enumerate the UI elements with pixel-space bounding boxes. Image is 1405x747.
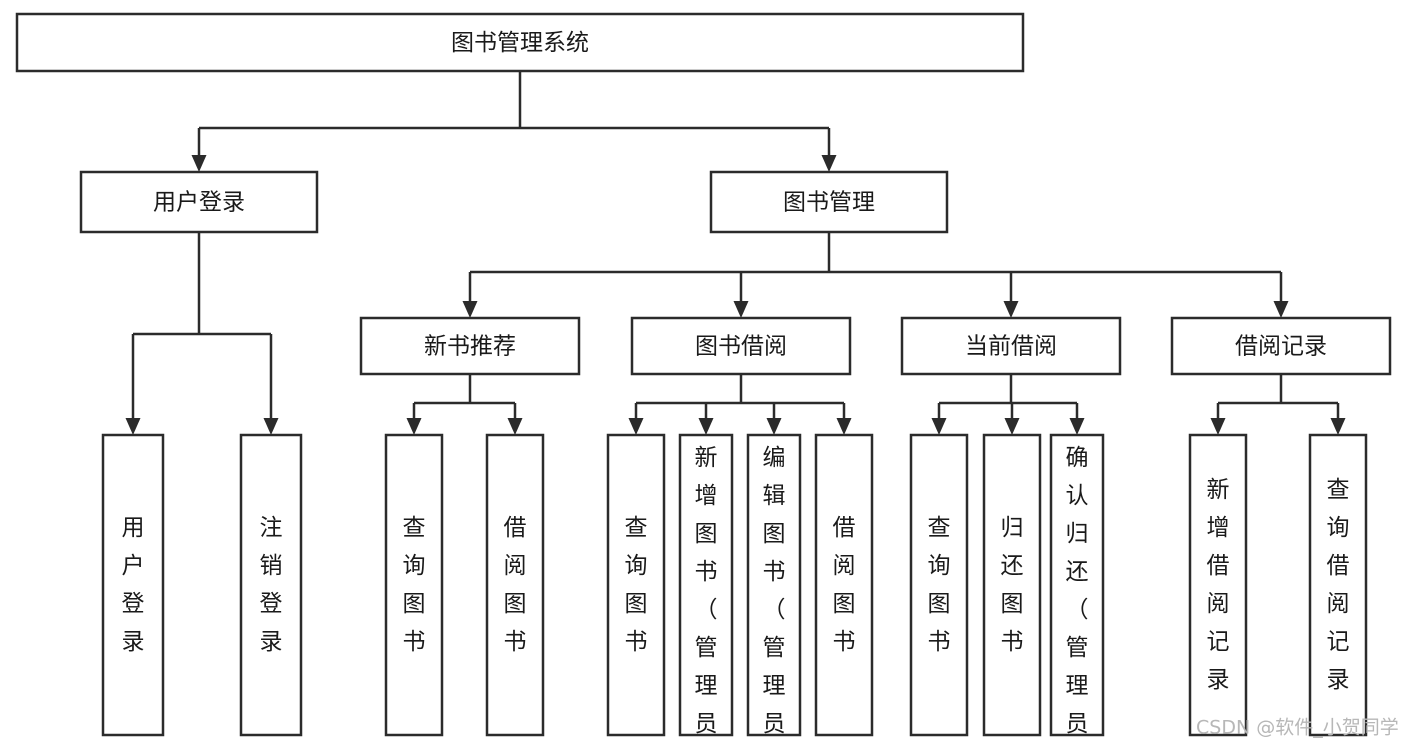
arrowhead-icon [1069,418,1085,435]
edge-group-book-manage [462,232,1289,318]
node-label: 当前借阅 [965,334,1057,360]
node-label: 编辑图书（管理员） [763,445,786,747]
node-leaf-query-borrow-record[interactable]: 查询借阅记录 [1308,433,1368,737]
node-label: 查询图书 [625,515,648,655]
arrowhead-icon [766,418,782,435]
node-new-book-rec[interactable]: 新书推荐 [359,316,581,376]
node-box [900,316,1122,376]
node-box [606,433,666,737]
node-label: 新书推荐 [424,334,516,360]
node-leaf-query-book-rec[interactable]: 查询图书 [384,433,444,737]
node-box [101,433,165,737]
node-box [15,12,1025,73]
arrowhead-icon [821,155,837,172]
node-leaf-borrow-book[interactable]: 借阅图书 [814,433,874,737]
csdn-watermark: CSDN @软件_小贺同学 [1196,717,1399,739]
node-label: 查询图书 [403,515,426,655]
arrowhead-icon [263,418,279,435]
node-leaf-edit-book-admin[interactable]: 编辑图书（管理员） [746,433,802,747]
node-box [239,433,303,737]
edges-layer [125,71,1346,435]
node-label: 新增图书（管理员） [695,445,718,747]
arrowhead-icon [733,301,749,318]
edge-group-user-login [125,232,279,435]
node-box [982,433,1042,737]
arrowhead-icon [1330,418,1346,435]
node-label: 用户登录 [153,190,245,216]
node-box [746,433,802,737]
arrowhead-icon [1273,301,1289,318]
edge-group-borrow-record [1210,374,1346,435]
node-box [384,433,444,737]
node-label: 归还图书 [1001,515,1024,655]
node-label: 借阅图书 [504,515,527,655]
arrowhead-icon [507,418,523,435]
node-label: 图书管理系统 [451,30,589,56]
node-box [814,433,874,737]
node-user-login[interactable]: 用户登录 [79,170,319,234]
node-leaf-add-book-admin[interactable]: 新增图书（管理员） [678,433,734,747]
arrowhead-icon [406,418,422,435]
node-box [79,170,319,234]
node-box [709,170,949,234]
node-label: 注销登录 [260,515,283,655]
node-current-borrow[interactable]: 当前借阅 [900,316,1122,376]
arrowhead-icon [191,155,207,172]
arrowhead-icon [836,418,852,435]
node-book-borrow[interactable]: 图书借阅 [630,316,852,376]
node-leaf-confirm-return-admin[interactable]: 确认归还（管理员） [1049,433,1105,747]
edge-group-current-borrow [931,374,1085,435]
node-label: 新增借阅记录 [1207,477,1230,693]
arrowhead-icon [628,418,644,435]
arrowhead-icon [1004,418,1020,435]
node-box [909,433,969,737]
arrowhead-icon [125,418,141,435]
node-box [1049,433,1105,737]
node-box [1170,316,1392,376]
node-leaf-add-borrow-record[interactable]: 新增借阅记录 [1188,433,1248,737]
watermark-layer: CSDN @软件_小贺同学 [1196,717,1399,739]
node-label: 查询图书 [928,515,951,655]
edge-group-book-borrow [628,374,852,435]
node-box [1308,433,1368,737]
edge-group-root [191,71,837,172]
node-label: 用户登录 [122,515,145,655]
node-label: 查询借阅记录 [1327,477,1350,693]
nodes-layer: 图书管理系统用户登录图书管理新书推荐图书借阅当前借阅借阅记录用户登录注销登录查询… [15,12,1392,747]
node-borrow-record[interactable]: 借阅记录 [1170,316,1392,376]
node-label: 确认归还（管理员） [1066,445,1089,747]
node-leaf-user-logout[interactable]: 注销登录 [239,433,303,737]
node-box [359,316,581,376]
arrowhead-icon [931,418,947,435]
node-leaf-query-book-borrow[interactable]: 查询图书 [606,433,666,737]
arrowhead-icon [698,418,714,435]
node-leaf-user-login[interactable]: 用户登录 [101,433,165,737]
node-box [1188,433,1248,737]
node-book-manage[interactable]: 图书管理 [709,170,949,234]
node-label: 图书管理 [783,190,875,216]
node-leaf-return-book[interactable]: 归还图书 [982,433,1042,737]
node-root[interactable]: 图书管理系统 [15,12,1025,73]
node-box [630,316,852,376]
node-label: 图书借阅 [695,334,787,360]
node-label: 借阅图书 [833,515,856,655]
arrowhead-icon [1210,418,1226,435]
node-label: 借阅记录 [1235,334,1327,360]
node-box [485,433,545,737]
arrowhead-icon [1003,301,1019,318]
node-leaf-query-book-current[interactable]: 查询图书 [909,433,969,737]
edge-group-new-book-rec [406,374,523,435]
arrowhead-icon [462,301,478,318]
node-box [678,433,734,737]
node-leaf-borrow-book-rec[interactable]: 借阅图书 [485,433,545,737]
